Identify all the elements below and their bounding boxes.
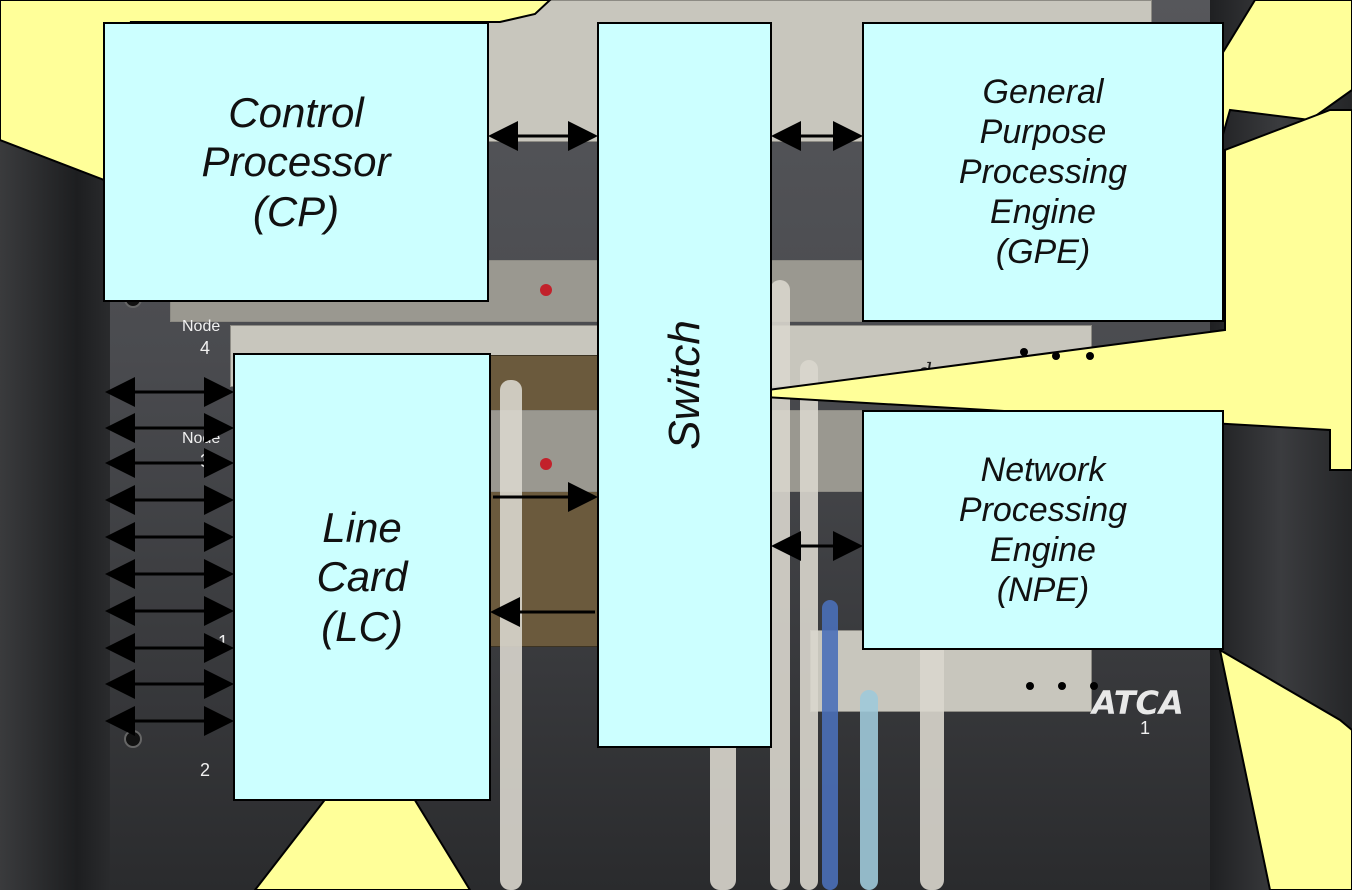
- control-processor-box: Control Processor (CP): [103, 22, 489, 302]
- switch-box: Switch: [597, 22, 772, 748]
- npe-label: Network Processing Engine (NPE): [958, 450, 1128, 610]
- cable: [920, 640, 944, 890]
- ellipsis-dot: [1052, 352, 1060, 360]
- ellipsis-dot: [1020, 348, 1028, 356]
- gpe-label: General Purpose Processing Engine (GPE): [958, 72, 1128, 272]
- gpe-box: General Purpose Processing Engine (GPE): [862, 22, 1224, 322]
- ellipsis-dot: [1086, 352, 1094, 360]
- line-card-label: Line Card (LC): [316, 503, 408, 650]
- callout-bottom-left: [253, 733, 472, 890]
- node-number: 4: [200, 338, 211, 358]
- switch-label: Switch: [659, 320, 709, 450]
- cable: [800, 360, 818, 890]
- control-processor-label: Control Processor (CP): [201, 88, 391, 235]
- ellipsis-dot: [1026, 682, 1034, 690]
- ellipsis-dot: [1058, 682, 1066, 690]
- atca-logo: ATCA: [1092, 684, 1184, 722]
- external-links: [105, 377, 234, 736]
- cable: [500, 380, 522, 890]
- line-card-box: Line Card (LC): [233, 353, 491, 801]
- npe-box: Network Processing Engine (NPE): [862, 410, 1224, 650]
- ellipsis-dot: [1090, 682, 1098, 690]
- led: [540, 284, 552, 296]
- cyan-cable: [860, 690, 878, 890]
- callout-bottom-right: [1218, 648, 1352, 890]
- slot-number: 1: [1140, 718, 1151, 738]
- led: [540, 458, 552, 470]
- blue-cable: [822, 600, 838, 890]
- slot-number: 2: [200, 760, 211, 780]
- cable: [770, 280, 790, 890]
- node-label: Node: [182, 318, 221, 335]
- callout-right-switch: [729, 109, 1352, 471]
